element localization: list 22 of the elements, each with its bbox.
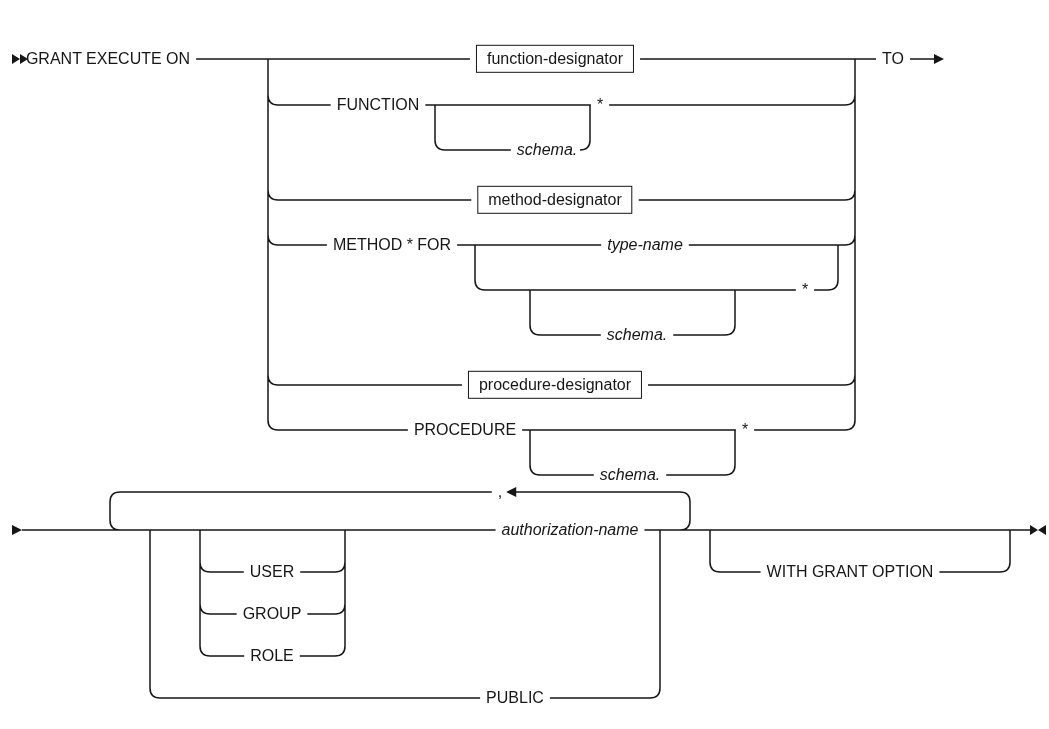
keyword: USER [249, 562, 295, 582]
keyword: GROUP [242, 604, 302, 624]
variable-name: schema. [599, 465, 661, 485]
keyword: PROCEDURE [413, 420, 517, 440]
keyword: FUNCTION [336, 95, 420, 115]
keyword: WITH GRANT OPTION [766, 562, 934, 582]
keyword: TO [882, 49, 904, 69]
variable-name: type-name [607, 235, 683, 255]
variable-name: schema. [516, 140, 578, 160]
keyword: ROLE [250, 646, 294, 666]
keyword: * [596, 95, 604, 115]
keyword: * [801, 280, 809, 300]
variable-name: schema. [606, 325, 668, 345]
variable-name: authorization-name [501, 520, 639, 540]
keyword: METHOD * FOR [332, 235, 452, 255]
syntax-fragment-box: procedure-designator [467, 370, 643, 400]
keyword: PUBLIC [486, 688, 544, 708]
keyword: * [741, 420, 749, 440]
syntax-fragment-box: function-designator [475, 44, 635, 74]
syntax-fragment-box: method-designator [477, 185, 633, 215]
repeat-separator: , [497, 482, 503, 502]
keyword: GRANT EXECUTE ON [25, 49, 191, 69]
